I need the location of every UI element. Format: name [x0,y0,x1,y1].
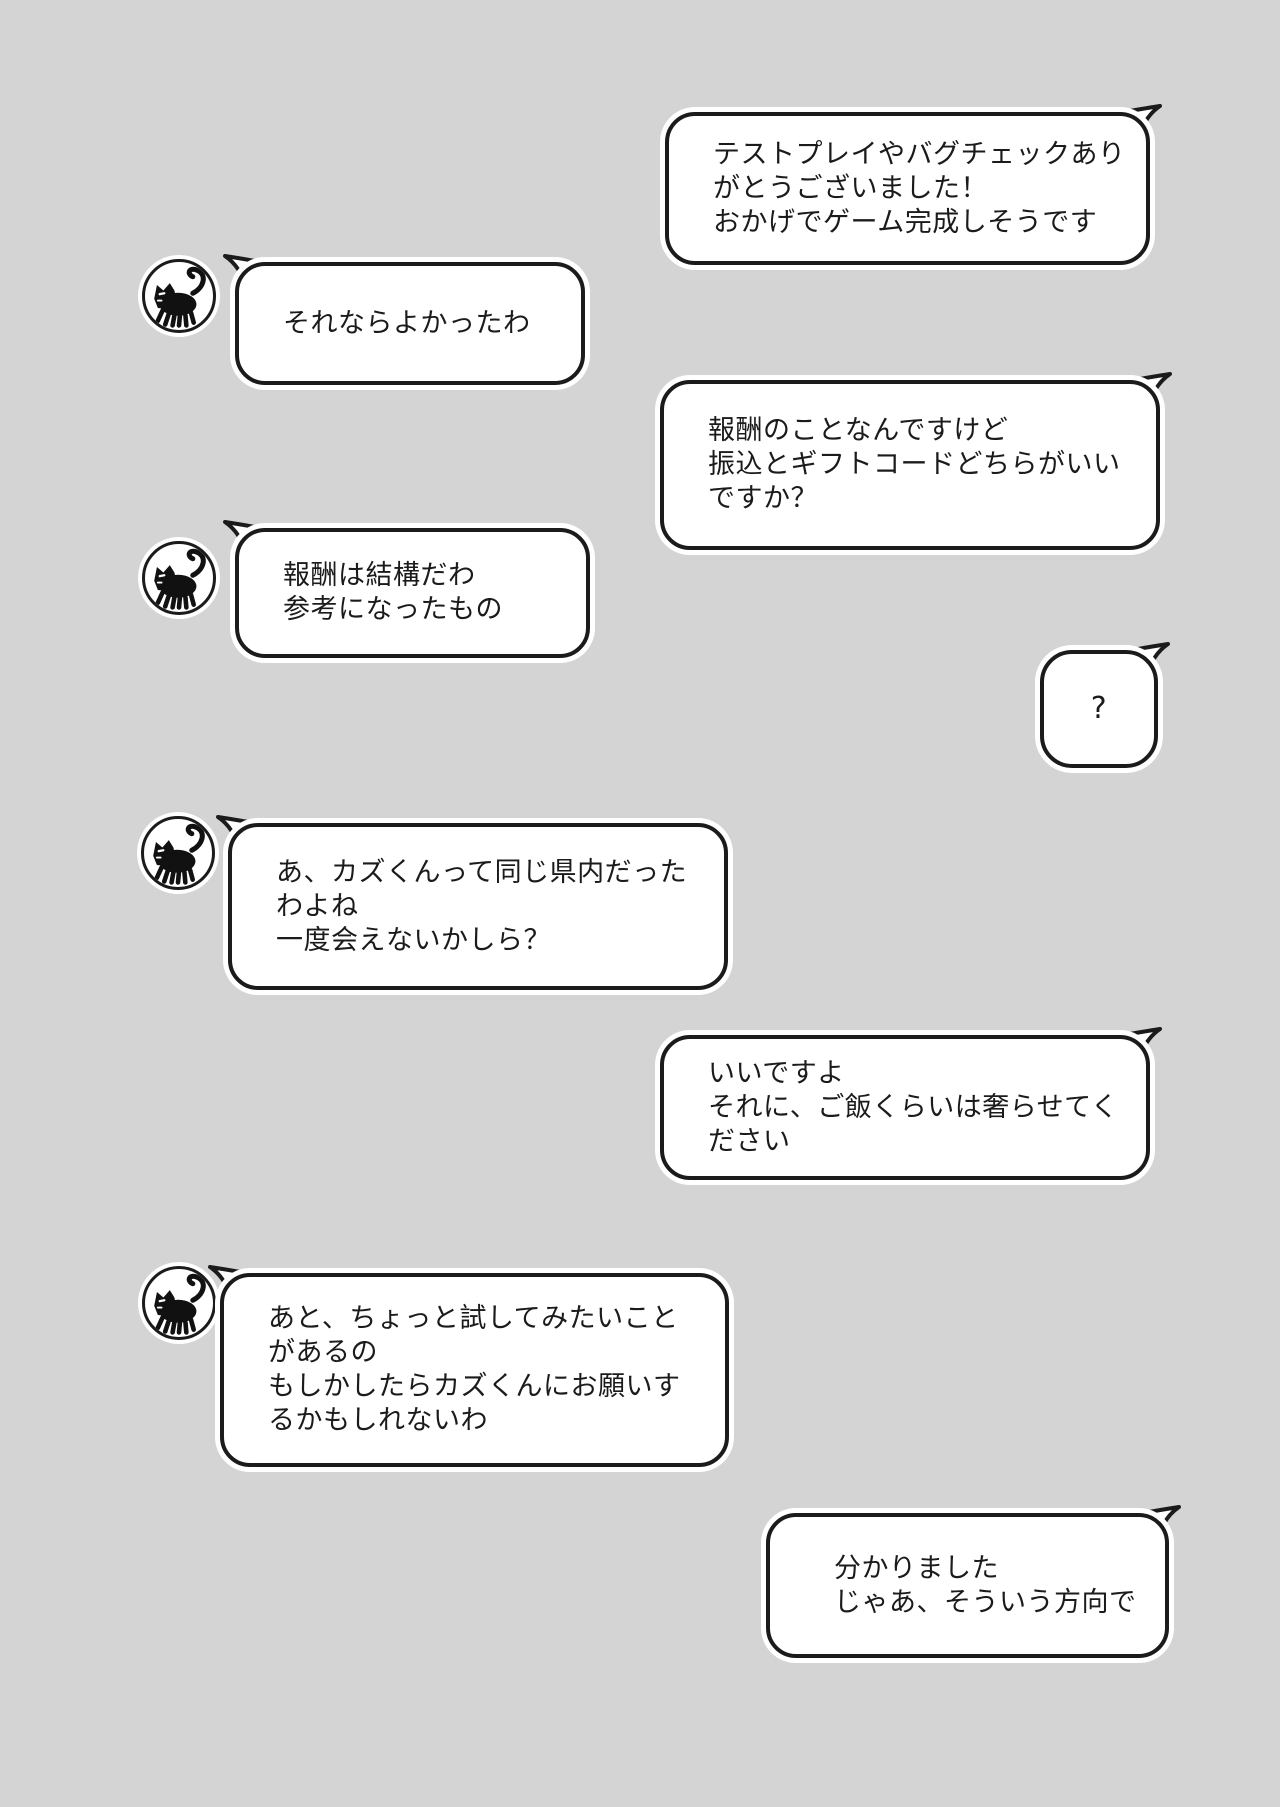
incoming-message-bubble: あ、カズくんって同じ県内だった わよね 一度会えないかしら？ [228,823,728,990]
incoming-message-bubble: あと、ちょっと試してみたいこと があるの もしかしたらカズくんにお願いす るかも… [220,1273,729,1467]
outgoing-message-bubble: 報酬のことなんですけど 振込とギフトコードどちらがいい ですか？ [660,380,1160,550]
outgoing-message-bubble: いいですよ それに、ご飯くらいは奢らせてく ださい [660,1035,1150,1180]
black-cat-icon [153,823,205,885]
message-text: 分かりました じゃあ、そういう方向で [834,1552,1137,1618]
cat-avatar [142,1266,216,1340]
message-text: いいですよ それに、ご飯くらいは奢らせてく ださい [708,1057,1119,1157]
message-text: 報酬のことなんですけど 振込とギフトコードどちらがいい ですか？ [708,415,1121,514]
message-text: ? [1090,691,1108,726]
message-text: 報酬は結構だわ 参考になったもの [283,560,503,625]
outgoing-message-bubble: ? [1040,650,1158,768]
incoming-message-bubble: 報酬は結構だわ 参考になったもの [235,528,590,658]
message-text: あ、カズくんって同じ県内だった わよね 一度会えないかしら？ [276,856,688,956]
black-cat-icon [154,1273,206,1335]
cat-avatar [142,541,216,615]
black-cat-icon [154,266,206,328]
outgoing-message-bubble: テストプレイやバグチェックあり がとうございました！ おかげでゲーム完成しそうで… [665,112,1150,265]
message-text: あと、ちょっと試してみたいこと があるの もしかしたらカズくんにお願いす るかも… [268,1303,681,1436]
cat-avatar [142,259,216,333]
outgoing-message-bubble: 分かりました じゃあ、そういう方向で [766,1513,1169,1658]
incoming-message-bubble: それならよかったわ [235,262,585,385]
black-cat-icon [154,548,206,610]
message-text: それならよかったわ [283,307,531,339]
message-text: テストプレイやバグチェックあり がとうございました！ おかげでゲーム完成しそうで… [713,138,1126,238]
cat-avatar [141,816,215,890]
